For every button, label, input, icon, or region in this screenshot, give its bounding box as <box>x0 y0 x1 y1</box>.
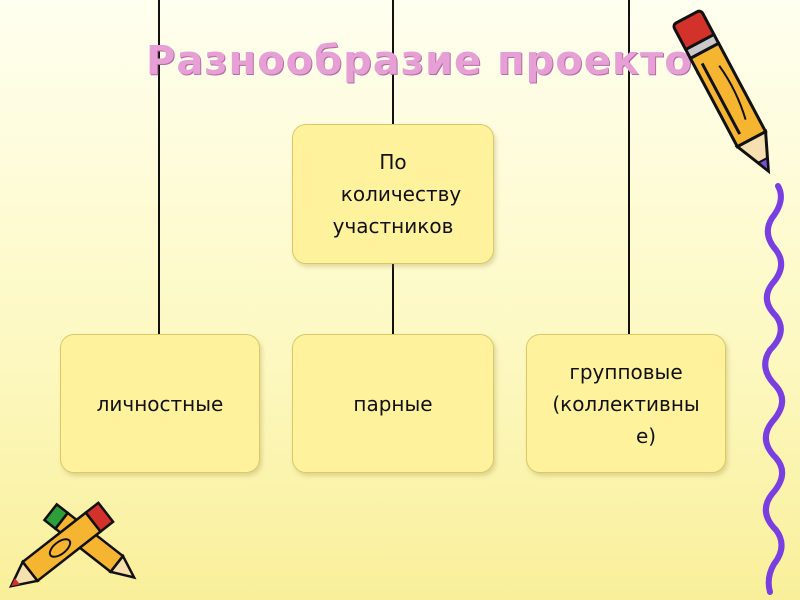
child-node-personal: личностные <box>60 334 260 473</box>
child-node-group: групповые (коллективны е) <box>526 334 726 473</box>
child-node-group-line-1: групповые <box>569 359 683 384</box>
child-node-personal-label: личностные <box>96 391 224 416</box>
child-node-pair-label: парные <box>353 391 433 416</box>
connector-line-right <box>628 0 630 336</box>
squiggle-line-icon <box>762 183 785 595</box>
page-title: Разнообразие проектов <box>146 38 720 84</box>
pencil-icon <box>672 9 771 175</box>
root-node: По количеству участников <box>292 124 494 264</box>
connector-line-left <box>158 0 160 336</box>
root-node-line-3: участников <box>332 214 454 238</box>
child-node-pair: парные <box>292 334 494 473</box>
child-node-group-text: групповые (коллективны е) <box>552 356 699 452</box>
root-node-text: По количеству участников <box>325 146 462 242</box>
child-node-group-line-3: е) <box>635 423 657 448</box>
root-node-line-1: По <box>379 150 407 174</box>
child-node-group-line-2: (коллективны <box>552 391 700 416</box>
crossed-pencils-icon <box>8 501 137 588</box>
root-node-line-2: количеству <box>340 182 462 206</box>
